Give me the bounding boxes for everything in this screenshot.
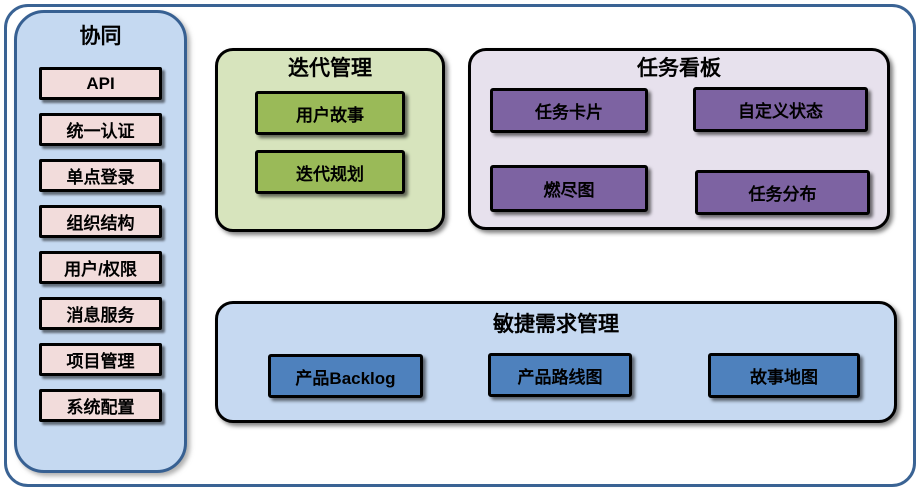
diagram-outer-frame: [4, 4, 916, 487]
sidebar-item-single-sign-on: 单点登录: [39, 159, 162, 192]
card-product-backlog: 产品Backlog: [268, 354, 423, 398]
card-custom-status: 自定义状态: [693, 87, 868, 132]
sidebar-item-org-structure: 组织结构: [39, 205, 162, 238]
sidebar-item-unified-auth: 统一认证: [39, 113, 162, 146]
sidebar-item-users-permissions: 用户/权限: [39, 251, 162, 284]
sidebar-item-system-config: 系统配置: [39, 389, 162, 422]
sidebar-item-message-service: 消息服务: [39, 297, 162, 330]
card-iteration-planning: 迭代规划: [255, 150, 405, 194]
collaboration-panel: 协同 API 统一认证 单点登录 组织结构 用户/权限 消息服务 项目管理 系统…: [14, 10, 187, 473]
card-user-story: 用户故事: [255, 91, 405, 135]
sidebar-item-project-management: 项目管理: [39, 343, 162, 376]
iteration-management-title: 迭代管理: [288, 57, 372, 80]
task-board-title: 任务看板: [637, 57, 721, 80]
card-burndown-chart: 燃尽图: [490, 165, 648, 212]
task-board-panel: 任务看板 任务卡片 自定义状态 燃尽图 任务分布: [468, 48, 890, 230]
collaboration-panel-title: 协同: [79, 25, 122, 48]
iteration-management-panel: 迭代管理 用户故事 迭代规划: [215, 48, 445, 232]
card-story-map: 故事地图: [708, 353, 860, 398]
collaboration-item-list: API 统一认证 单点登录 组织结构 用户/权限 消息服务 项目管理 系统配置: [17, 67, 184, 422]
card-task-distribution: 任务分布: [695, 170, 870, 215]
card-task-cards: 任务卡片: [490, 88, 648, 133]
sidebar-item-api: API: [39, 67, 162, 100]
agile-requirements-title: 敏捷需求管理: [493, 313, 619, 336]
agile-requirements-panel: 敏捷需求管理 产品Backlog 产品路线图 故事地图: [215, 301, 897, 423]
card-product-roadmap: 产品路线图: [488, 353, 632, 397]
